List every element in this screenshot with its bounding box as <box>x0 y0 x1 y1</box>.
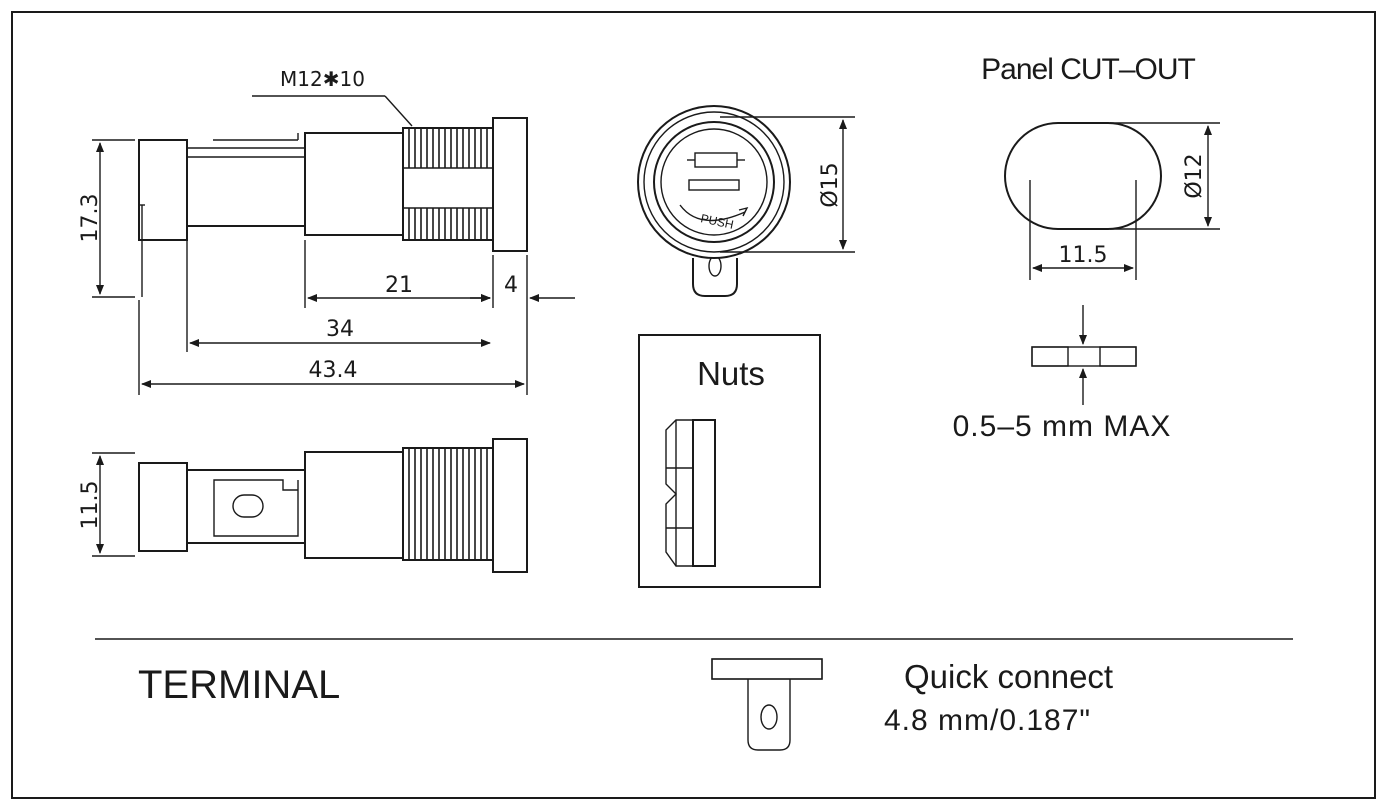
panel-cutout: Panel CUT–OUT Ø12 11.5 0.5–5 mm MAX <box>953 53 1220 443</box>
width-dimension-label: 11.5 <box>78 481 103 530</box>
quick-connect-size-label: 4.8 mm/0.187" <box>884 704 1091 737</box>
terminal-title: TERMINAL <box>138 663 340 707</box>
height-dimension-label: 17.3 <box>78 194 103 243</box>
nuts-label: Nuts <box>697 355 765 392</box>
thread-callout-label: M12✱10 <box>280 67 365 91</box>
dimension-34-label: 34 <box>326 317 354 342</box>
nuts-box: Nuts <box>638 334 821 588</box>
cutout-width-label: 11.5 <box>1059 243 1108 268</box>
panel-thickness-label: 0.5–5 mm MAX <box>953 410 1172 443</box>
dimension-43-4-label: 43.4 <box>309 358 358 383</box>
dimension-21-label: 21 <box>385 273 413 298</box>
front-view: PUSH Ø15 <box>637 105 855 297</box>
side-view: M12✱10 17.3 21 4 34 43.4 <box>78 67 575 395</box>
terminal-section: TERMINAL Quick connect 4.8 mm/0.187" <box>138 658 1113 751</box>
dimension-4-label: 4 <box>504 273 518 298</box>
panel-cutout-title: Panel CUT–OUT <box>981 53 1195 86</box>
push-label: PUSH <box>699 211 735 232</box>
top-view: 11.5 <box>78 438 528 573</box>
diameter-12-label: Ø12 <box>1182 153 1207 198</box>
diameter-15-label: Ø15 <box>818 162 843 207</box>
drawing-frame <box>11 11 1376 799</box>
quick-connect-label: Quick connect <box>904 658 1113 695</box>
